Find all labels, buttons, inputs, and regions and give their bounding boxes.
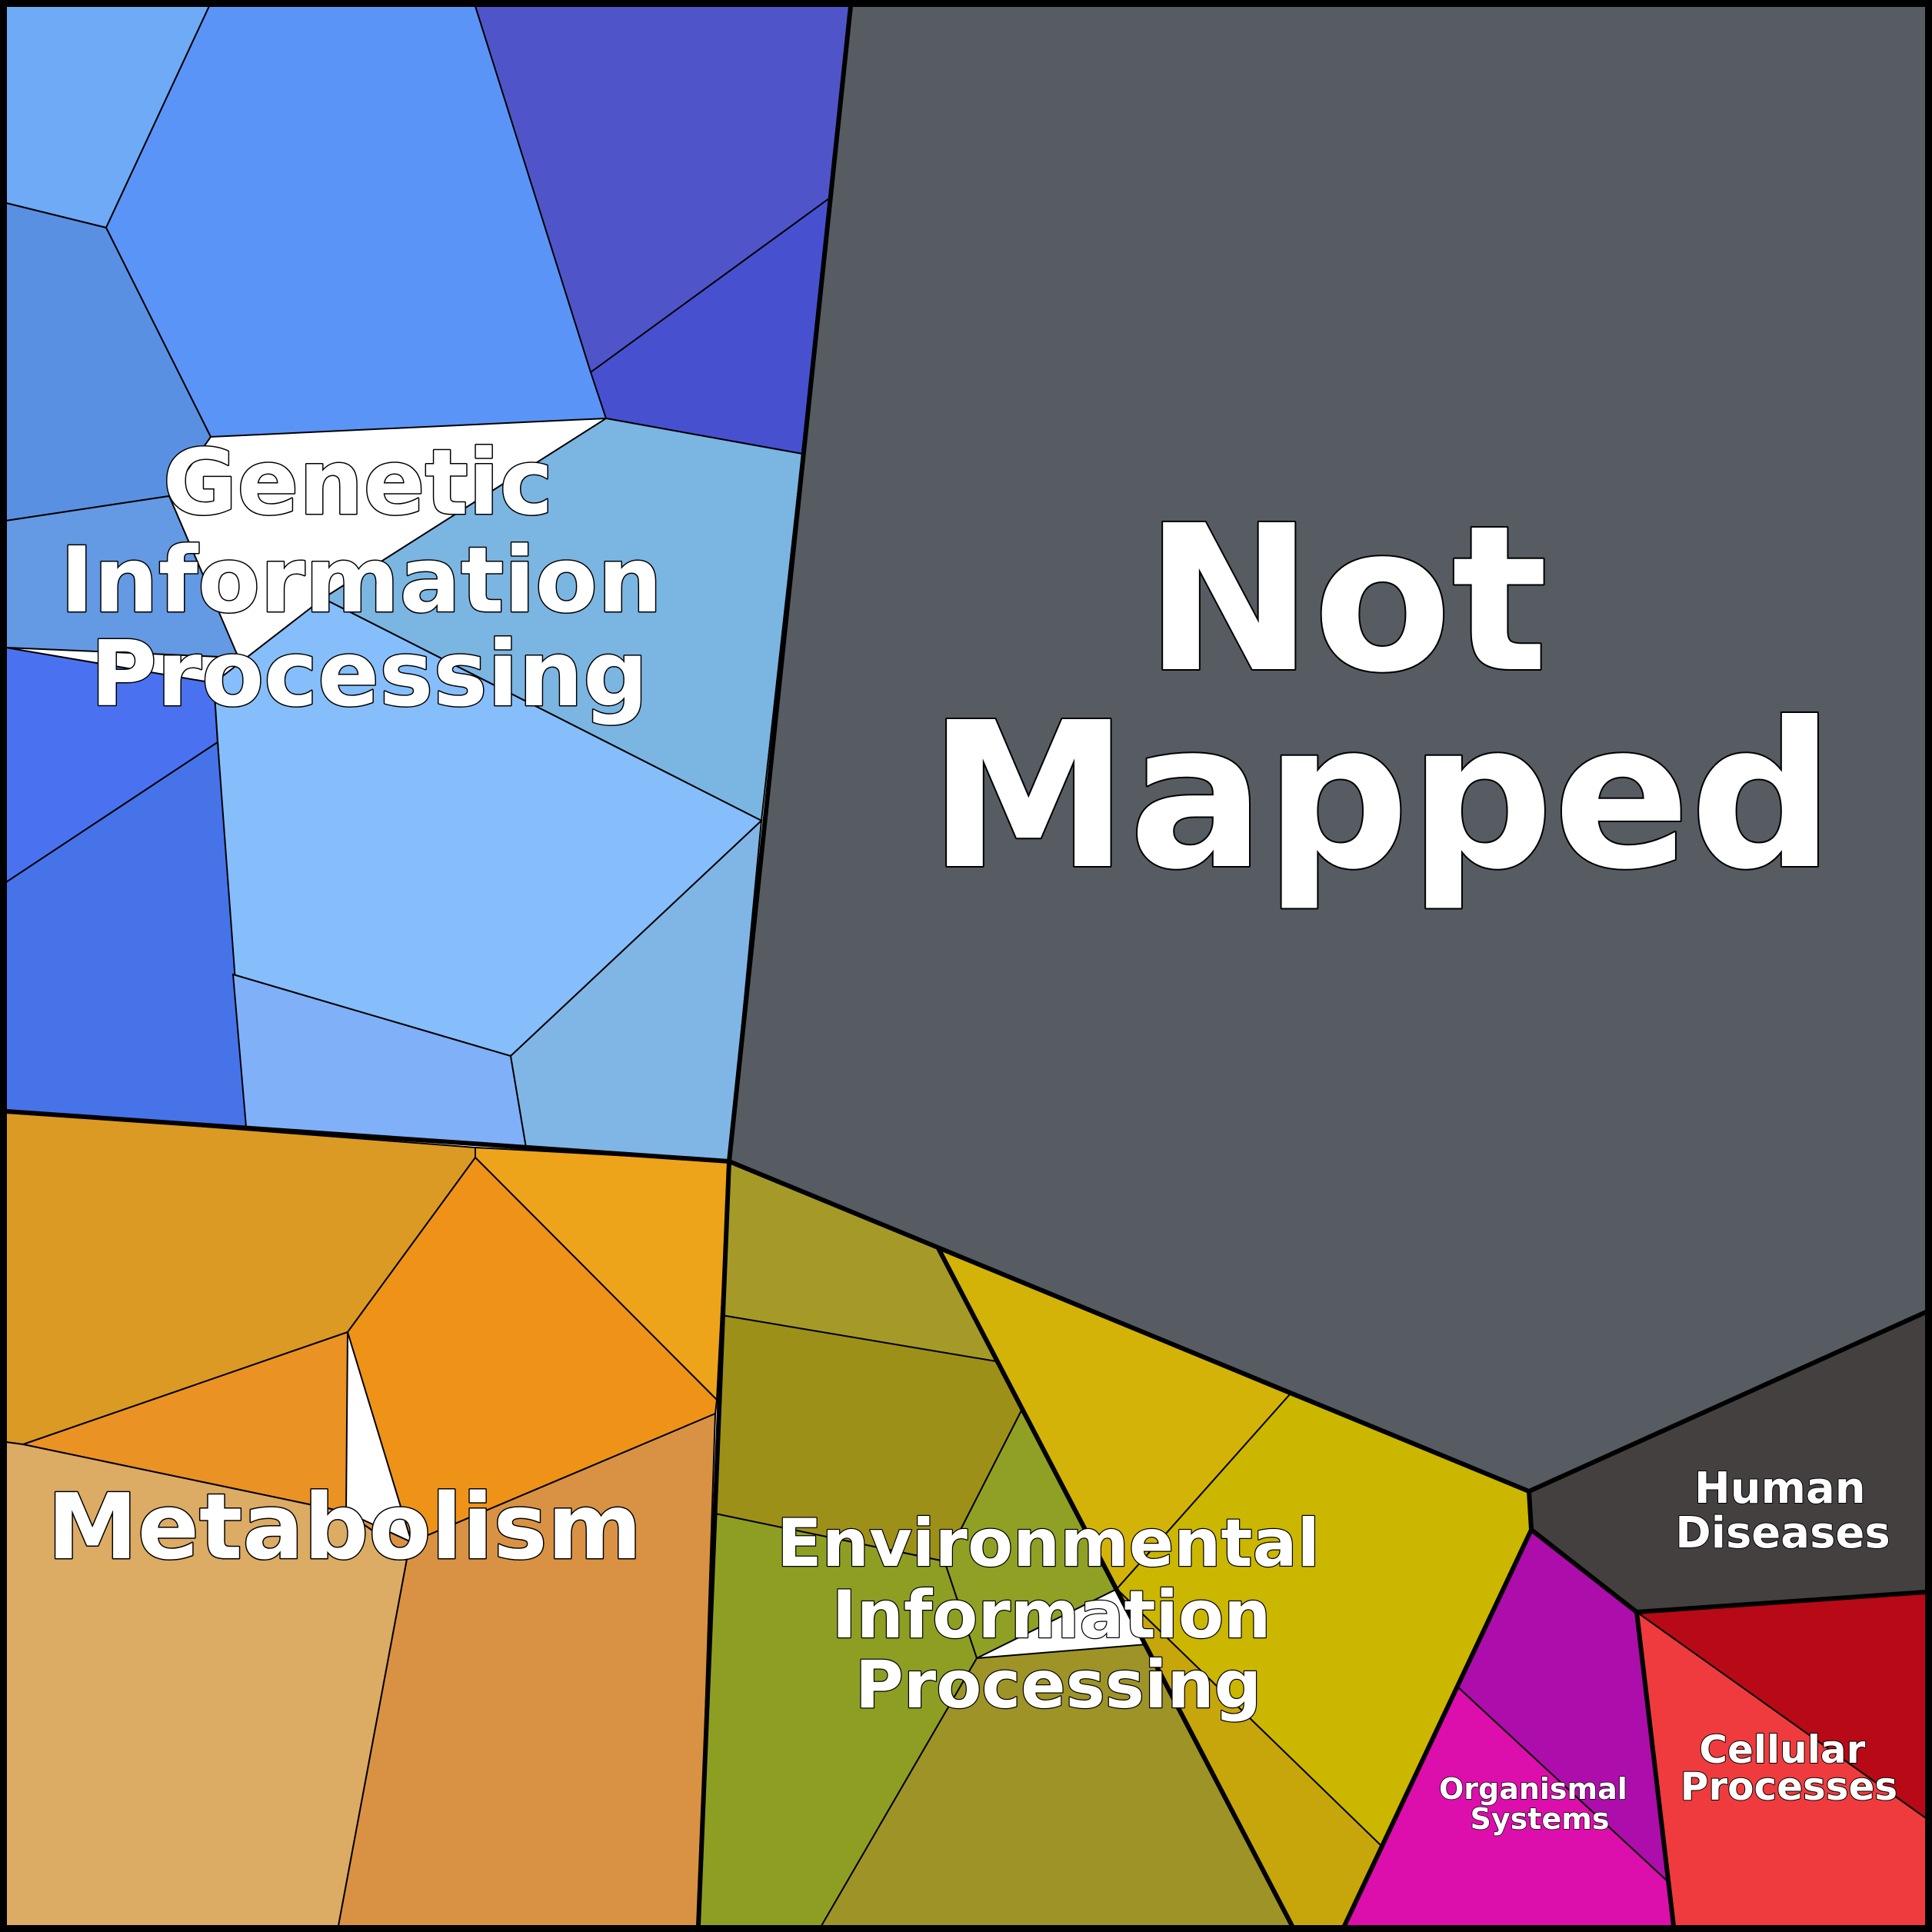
label-genetic-line-1: Genetic bbox=[163, 429, 554, 535]
label-not-mapped: Not Mapped bbox=[928, 482, 1834, 914]
label-genetic-line-2: Information bbox=[60, 527, 662, 633]
label-cellular-line-2: Processes bbox=[1681, 1764, 1897, 1809]
border-not-mapped bbox=[727, 5, 1927, 1494]
label-organismal: Organismal Systems bbox=[1439, 1772, 1637, 1836]
label-organismal-line-1: Organismal bbox=[1439, 1772, 1627, 1806]
group-borders bbox=[5, 5, 1927, 1927]
label-human-diseases-line-2: Diseases bbox=[1675, 1508, 1890, 1558]
cells-layer bbox=[5, 5, 1927, 1927]
label-human-diseases-line-1: Human bbox=[1694, 1464, 1866, 1514]
label-environmental-line-3: Processing bbox=[855, 1647, 1261, 1724]
border-organismal-cellular bbox=[1634, 1611, 1676, 1927]
label-cellular-line-1: Cellular bbox=[1699, 1727, 1865, 1772]
label-cellular: Cellular Processes bbox=[1681, 1727, 1897, 1809]
labels-layer: Not Mapped Genetic Information Processin… bbox=[46, 428, 1898, 1837]
border-environmental-right bbox=[936, 1247, 1294, 1927]
label-genetic: Genetic Information Processing bbox=[60, 429, 694, 727]
label-environmental: Environmental Information Processing bbox=[777, 1505, 1343, 1724]
label-human-diseases: Human Diseases bbox=[1675, 1464, 1890, 1558]
label-metabolism-line-1: Metabolism bbox=[47, 1474, 641, 1580]
label-environmental-line-2: Information bbox=[832, 1577, 1271, 1654]
border-metabolism-environmental bbox=[696, 1161, 731, 1927]
label-genetic-line-3: Processing bbox=[90, 621, 648, 727]
label-environmental-line-1: Environmental bbox=[777, 1505, 1320, 1582]
label-not-mapped-line-2: Mapped bbox=[928, 679, 1834, 914]
border-genetic-metabolism bbox=[5, 1109, 730, 1164]
label-organismal-line-2: Systems bbox=[1471, 1802, 1610, 1836]
label-not-mapped-line-1: Not bbox=[1144, 482, 1548, 717]
label-metabolism: Metabolism bbox=[47, 1474, 641, 1580]
